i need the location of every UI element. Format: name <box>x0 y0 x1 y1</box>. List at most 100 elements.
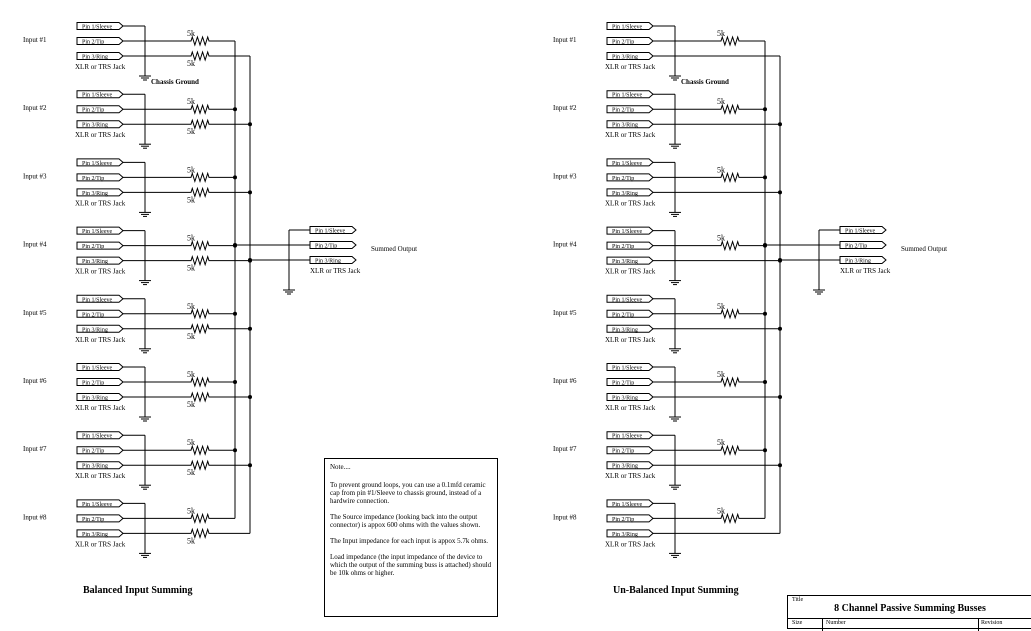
pin-tip <box>76 173 124 182</box>
pin-tip <box>76 309 124 318</box>
pin-ring-label: Pin 3/Ring <box>82 396 108 402</box>
resistor-label: 5k <box>717 506 725 515</box>
pin-tip <box>606 378 654 386</box>
resistor-symbol <box>715 171 745 184</box>
pin-ring <box>606 324 654 333</box>
pin-tip <box>606 37 654 45</box>
title-block-revision-label: Revision <box>981 620 1003 626</box>
pin-ring-label: Pin 3/Ring <box>612 123 638 129</box>
pin-tip <box>606 309 654 318</box>
input-label: Input #3 <box>553 172 577 180</box>
resistor-symbol <box>185 459 215 471</box>
title-block-row: Size Number Revision <box>788 618 1031 631</box>
resistor-zigzag <box>185 118 215 130</box>
ground-symbol <box>813 289 825 295</box>
pin-ring <box>76 188 124 197</box>
pin-tip-label: Pin 2/Tip <box>82 108 104 114</box>
summed-output-label: Summed Output <box>371 245 417 253</box>
pin-sleeve-label: Pin 1/Sleeve <box>82 434 113 440</box>
pin-ring-label: Pin 3/Ring <box>612 191 638 197</box>
pin-ring-label: Pin 3/Ring <box>82 327 108 333</box>
ground-symbol <box>139 143 151 149</box>
panel-title: Balanced Input Summing <box>83 585 192 596</box>
resistor-symbol <box>715 376 745 388</box>
ground-symbol <box>139 211 151 217</box>
jack-label: XLR or TRS Jack <box>75 268 126 276</box>
pin-tip-label: Pin 2/Tip <box>82 176 104 182</box>
pin-tip <box>76 514 124 523</box>
junction-dot <box>248 258 252 262</box>
pin-sleeve-label: Pin 1/Sleeve <box>82 25 113 31</box>
pin-ring <box>606 120 654 129</box>
pin-tip-label: Pin 2/Tip <box>612 40 634 46</box>
note-title: Note.... <box>330 463 351 471</box>
resistor-symbol <box>185 376 215 388</box>
note-ground-loops: To prevent ground loops, you can use a 0… <box>330 481 486 505</box>
output-pin-ring-label: Pin 3/Ring <box>315 259 341 265</box>
title-block-divider <box>978 619 979 631</box>
pin-sleeve <box>76 22 124 30</box>
pin-ring <box>606 52 654 60</box>
pin-sleeve <box>606 226 654 235</box>
pin-sleeve <box>76 294 124 303</box>
ground-symbol <box>669 143 681 149</box>
pin-ring <box>606 256 654 265</box>
pin-sleeve-label: Pin 1/Sleeve <box>82 502 113 508</box>
pin-sleeve <box>76 90 124 99</box>
output-pin-sleeve <box>309 226 357 234</box>
pin-ring <box>606 188 654 197</box>
pin-ring-label: Pin 3/Ring <box>82 532 108 538</box>
jack-label: XLR or TRS Jack <box>605 199 656 207</box>
pin-tip-label: Pin 2/Tip <box>82 40 104 46</box>
ground-symbol <box>669 348 681 354</box>
pin-sleeve <box>606 158 654 167</box>
resistor-zigzag <box>715 239 745 252</box>
resistor-symbol <box>715 35 745 47</box>
pin-ring-label: Pin 3/Ring <box>612 396 638 402</box>
title-block-title-label: Title <box>792 597 804 603</box>
pin-sleeve <box>76 363 124 371</box>
resistor-symbol <box>185 35 215 47</box>
resistor-zigzag <box>185 171 215 184</box>
pin-tip <box>76 446 124 455</box>
resistor-symbol <box>185 186 215 199</box>
title-block: Title 8 Channel Passive Summing Busses S… <box>787 595 1031 631</box>
jack-label: XLR or TRS Jack <box>75 131 126 139</box>
resistor-label: 5k <box>717 438 725 447</box>
jack-label: XLR or TRS Jack <box>605 540 656 548</box>
pin-tip-label: Pin 2/Tip <box>612 381 634 387</box>
resistor-zigzag <box>185 323 215 335</box>
resistor-zigzag <box>185 239 215 252</box>
pin-tip-label: Pin 2/Tip <box>612 244 634 250</box>
pin-ring <box>76 393 124 401</box>
pin-tip <box>606 514 654 523</box>
pin-ring <box>76 52 124 60</box>
resistor-zigzag <box>185 254 215 267</box>
resistor-label: 5k <box>187 29 195 38</box>
pin-sleeve-label: Pin 1/Sleeve <box>612 434 643 440</box>
summed-output-label: Summed Output <box>901 245 947 253</box>
resistor-zigzag <box>715 171 745 184</box>
pin-tip-label: Pin 2/Tip <box>612 176 634 182</box>
ground-symbol <box>139 416 151 422</box>
jack-label: XLR or TRS Jack <box>605 472 656 480</box>
note-input-impedance: The Input impedance for each input is ap… <box>330 537 489 545</box>
resistor-label: 5k <box>187 438 195 447</box>
resistor-label: 5k <box>187 332 195 341</box>
input-label: Input #6 <box>23 377 47 385</box>
input-label: Input #2 <box>553 104 577 112</box>
output-pin-tip-label: Pin 2/Tip <box>845 244 867 250</box>
resistor-zigzag <box>715 103 745 115</box>
input-label: Input #2 <box>23 104 47 112</box>
pin-tip <box>606 105 654 114</box>
input-label: Input #8 <box>23 513 47 521</box>
resistor-label: 5k <box>717 29 725 38</box>
